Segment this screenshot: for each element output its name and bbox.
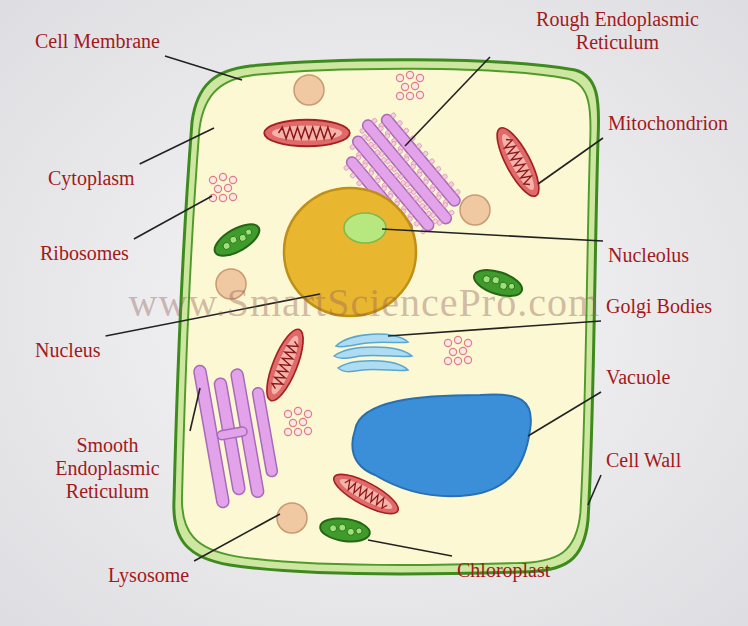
ribosome-dot (442, 202, 448, 208)
ribosome-dot (442, 173, 448, 179)
ribosome-dot (423, 179, 429, 185)
leader-line (140, 128, 214, 164)
ribosome-dot (448, 181, 454, 187)
ribosome-dot (419, 203, 425, 209)
part-label: Golgi Bodies (606, 295, 712, 318)
part-label: Chloroplast (457, 559, 550, 582)
ribosome-dot (403, 156, 409, 162)
part-label: Vacuole (606, 366, 670, 389)
ribosome-dot (432, 218, 438, 224)
ribosome-dot (397, 120, 403, 126)
part-label: Ribosomes (40, 242, 129, 265)
leader-line (382, 229, 603, 241)
ribosome-dot (406, 187, 412, 193)
ribosome-dot (426, 210, 432, 216)
leader-line (528, 392, 601, 436)
ribosome-dot (413, 221, 419, 227)
ribosome-dot (374, 149, 380, 155)
ribosome-dot (384, 133, 390, 139)
ribosome-dot (429, 158, 435, 164)
part-label: Nucleolus (608, 244, 689, 267)
part-label: Lysosome (108, 564, 189, 587)
ribosome-dot (435, 166, 441, 172)
ribosome-dot (368, 170, 374, 176)
part-label: Cytoplasm (48, 167, 135, 190)
ribosome-dot (416, 171, 422, 177)
watermark: www.SmartSciencePro.com (129, 280, 600, 326)
ribosome-dot (387, 193, 393, 199)
ribosome-dot (416, 143, 422, 149)
ribosome-dot (362, 162, 368, 168)
part-label: Rough Endoplasmic Reticulum (495, 8, 740, 54)
ribosome-dot (349, 172, 355, 178)
ribosome-dot (387, 164, 393, 170)
ribosome-dot (381, 185, 387, 191)
leader-line (165, 56, 242, 80)
part-label: Smooth Endoplasmic Reticulum (30, 434, 185, 503)
ribosome-dot (429, 186, 435, 192)
ribosome-dot (356, 180, 362, 186)
leader-line (538, 138, 603, 184)
leader-line (368, 540, 452, 556)
ribosome-dot (436, 194, 442, 200)
ribosome-dot (371, 117, 377, 123)
ribosome-dot (391, 140, 397, 146)
ribosome-dot (422, 150, 428, 156)
ribosome-dot (368, 141, 374, 147)
ribosome-dot (349, 144, 355, 150)
ribosome-dot (361, 134, 367, 140)
ribosome-dot (394, 172, 400, 178)
leader-line (190, 388, 200, 431)
part-label: Nucleus (35, 339, 101, 362)
ribosome-dot (359, 128, 365, 134)
leader-line (588, 475, 601, 505)
ribosome-dot (413, 195, 419, 201)
ribosome-dot (375, 177, 381, 183)
ribosome-dot (390, 112, 396, 118)
ribosome-dot (378, 125, 384, 131)
ribosome-dot (410, 163, 416, 169)
ribosome-dot (403, 127, 409, 133)
part-label: Mitochondrion (608, 112, 728, 135)
part-label: Cell Membrane (35, 30, 160, 53)
ribosome-dot (448, 209, 454, 215)
ribosome-dot (355, 154, 361, 160)
leader-line (134, 196, 212, 239)
part-label: Cell Wall (606, 449, 681, 472)
ribosome-dot (381, 157, 387, 163)
ribosome-dot (343, 165, 349, 171)
leader-line (405, 57, 490, 146)
ribosome-dot (397, 148, 403, 154)
leader-line (194, 514, 280, 561)
ribosome-dot (455, 189, 461, 195)
ribosome-dot (400, 180, 406, 186)
